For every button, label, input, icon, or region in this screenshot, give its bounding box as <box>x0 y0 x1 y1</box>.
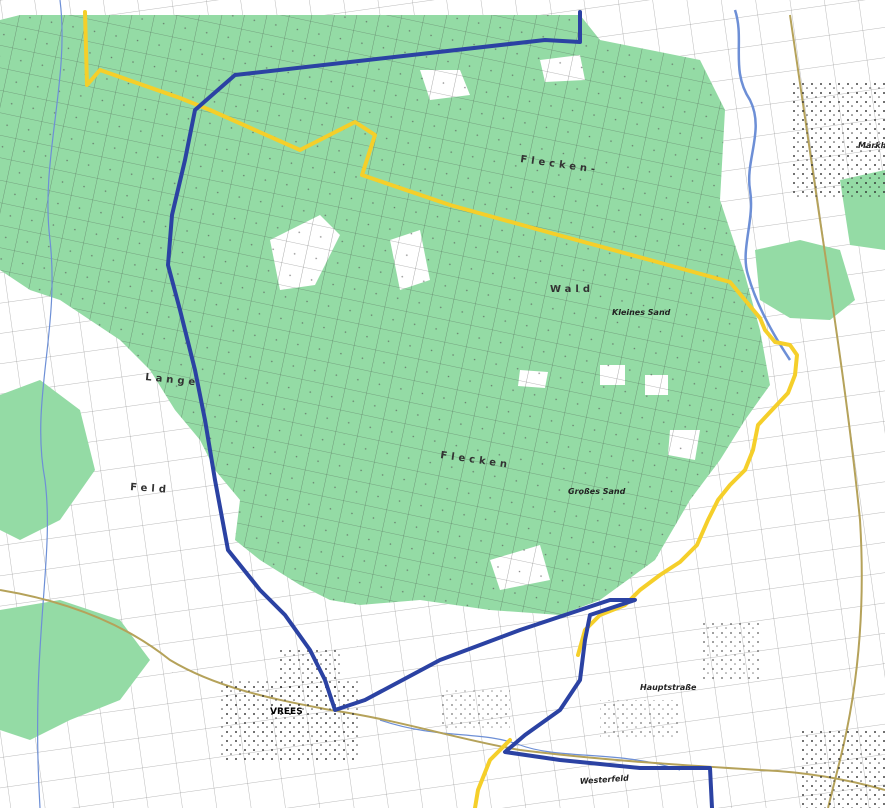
forest-grid <box>0 15 770 615</box>
settlement-vrees <box>220 650 360 760</box>
label-wald: Wald <box>550 284 594 295</box>
label-feld: Feld <box>130 482 170 496</box>
river <box>733 9 792 361</box>
stream-west <box>37 0 63 808</box>
label-grosses-sand: Großes Sand <box>568 487 626 496</box>
label-markhausen: Markhausen <box>858 141 885 150</box>
forest-patch-east <box>755 240 855 320</box>
stream-south <box>379 719 681 771</box>
settlement-scatter <box>440 620 760 740</box>
label-road: Hauptstraße <box>640 683 697 692</box>
label-kleines-sand: Kleines Sand <box>612 308 671 317</box>
settlement-markhausen <box>790 80 885 200</box>
forest-patch-west <box>0 380 95 540</box>
label-westerfeld: Westerfeld <box>580 774 630 786</box>
blue-boundary <box>166 10 714 808</box>
settlement-southeast <box>800 730 885 808</box>
yellow-route <box>83 10 799 808</box>
label-vrees: VREES <box>270 707 303 717</box>
